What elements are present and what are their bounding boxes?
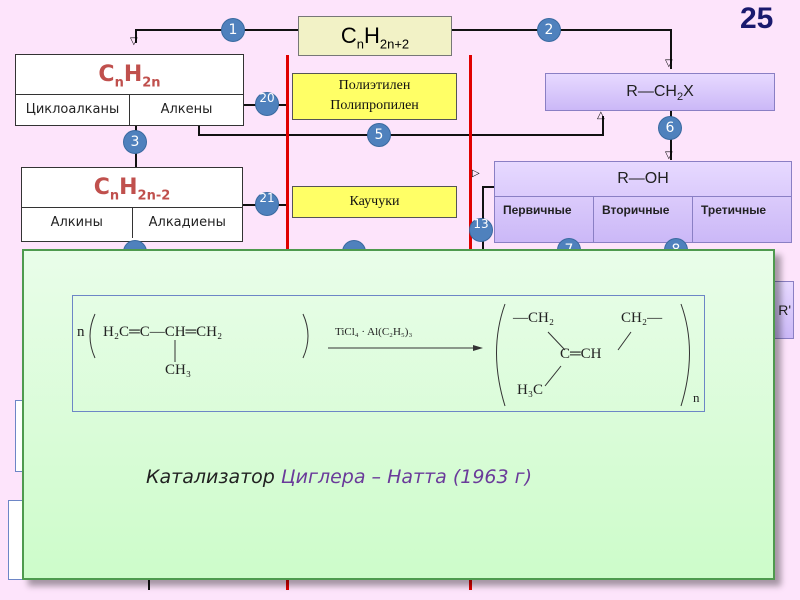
cnh2n-table[interactable]: CnH2n Циклоалканы Алкены [15, 54, 244, 126]
bond [617, 331, 632, 351]
connector-line [198, 124, 200, 136]
product-ch2-left: —CH₂ [513, 310, 555, 326]
cnh2n-2-formula: CnH2n-2 [22, 168, 242, 208]
arrow-up-icon: △ [597, 110, 605, 121]
bond [544, 365, 562, 387]
product-ch2-right: CH₂— [621, 310, 663, 326]
cell-secondary: Вторичные [593, 197, 692, 242]
connector-line [148, 576, 150, 590]
cell-alkynes: Алкины [50, 215, 103, 230]
step-badge-1[interactable]: 1 [222, 19, 244, 41]
product-n: n [693, 390, 700, 405]
arrow-down-icon: ▽ [665, 150, 673, 161]
connector-line [135, 29, 299, 31]
connector-line [198, 134, 603, 136]
catalyst-caption: Катализатор Циглера – Натта (1963 г) [146, 466, 533, 488]
product-bracket-right [680, 303, 690, 407]
step-badge-20[interactable]: 20 [256, 92, 278, 115]
arrow-right-icon: ▷ [472, 168, 480, 179]
reaction-equation: n H₂C═C—CH═CH₂ CH₃ TiCl₄ · Al(C₂H₅)₃ —CH… [72, 295, 705, 412]
step-badge-2[interactable]: 2 [538, 19, 560, 41]
arrow-head-icon [473, 345, 483, 351]
connector-line [482, 186, 494, 188]
polymer-box[interactable]: Полиэтилен Полипропилен [292, 73, 457, 120]
bracket-right [302, 313, 309, 359]
connector-line [135, 29, 137, 43]
alkane-formula-box[interactable]: CnH2n+2 [298, 16, 452, 56]
monomer-formula: H₂C═C—CH═CH₂ [103, 324, 223, 340]
product-methyl: H₃C [517, 382, 544, 398]
slide-number: 25 [740, 2, 774, 35]
arrow-down-icon: ▽ [130, 36, 138, 47]
step-badge-13[interactable]: 13 [470, 218, 492, 241]
cnh2n-2-table[interactable]: CnH2n-2 Алкины Алкадиены [21, 167, 243, 242]
catalyst-label: TiCl₄ · Al(C₂H₅)₃ [335, 326, 413, 338]
connector-line [482, 186, 484, 250]
alcohol-header: R—OH [495, 162, 791, 197]
monomer-branch: CH₃ [165, 362, 192, 378]
bracket-left [89, 313, 96, 359]
step-badge-3[interactable]: 3 [124, 131, 146, 153]
product-bracket-left [496, 303, 506, 407]
cell-alkenes: Алкены [129, 95, 243, 125]
catalyst-popup[interactable]: n H₂C═C—CH═CH₂ CH₃ TiCl₄ · Al(C₂H₅)₃ —CH… [22, 249, 775, 580]
arrow-down-icon: ▽ [665, 58, 673, 69]
connector-line [670, 29, 672, 69]
cell-tertiary: Третичные [692, 197, 791, 242]
rubber-box[interactable]: Каучуки [292, 186, 457, 218]
step-badge-21[interactable]: 21 [256, 192, 278, 215]
connector-line [450, 29, 672, 31]
catalyst-name: Циглера – Натта (1963 г) [280, 466, 533, 488]
n-prefix: n [77, 324, 85, 340]
cell-primary: Первичные [503, 203, 572, 217]
step-badge-6[interactable]: 6 [659, 117, 681, 139]
cell-cycloalkanes: Циклоалканы [25, 102, 120, 117]
step-badge-5[interactable]: 5 [368, 124, 390, 146]
product-center: C═CH [560, 346, 602, 362]
cnh2n-formula: CnH2n [16, 55, 243, 95]
connector-line [602, 116, 604, 136]
alcohol-table[interactable]: R—OH Первичные Вторичные Третичные [494, 161, 792, 243]
haloalkane-box[interactable]: R—CH2X [545, 73, 775, 111]
reaction-svg [89, 303, 690, 407]
bond [547, 331, 566, 351]
cell-alkadienes: Алкадиены [131, 208, 243, 238]
